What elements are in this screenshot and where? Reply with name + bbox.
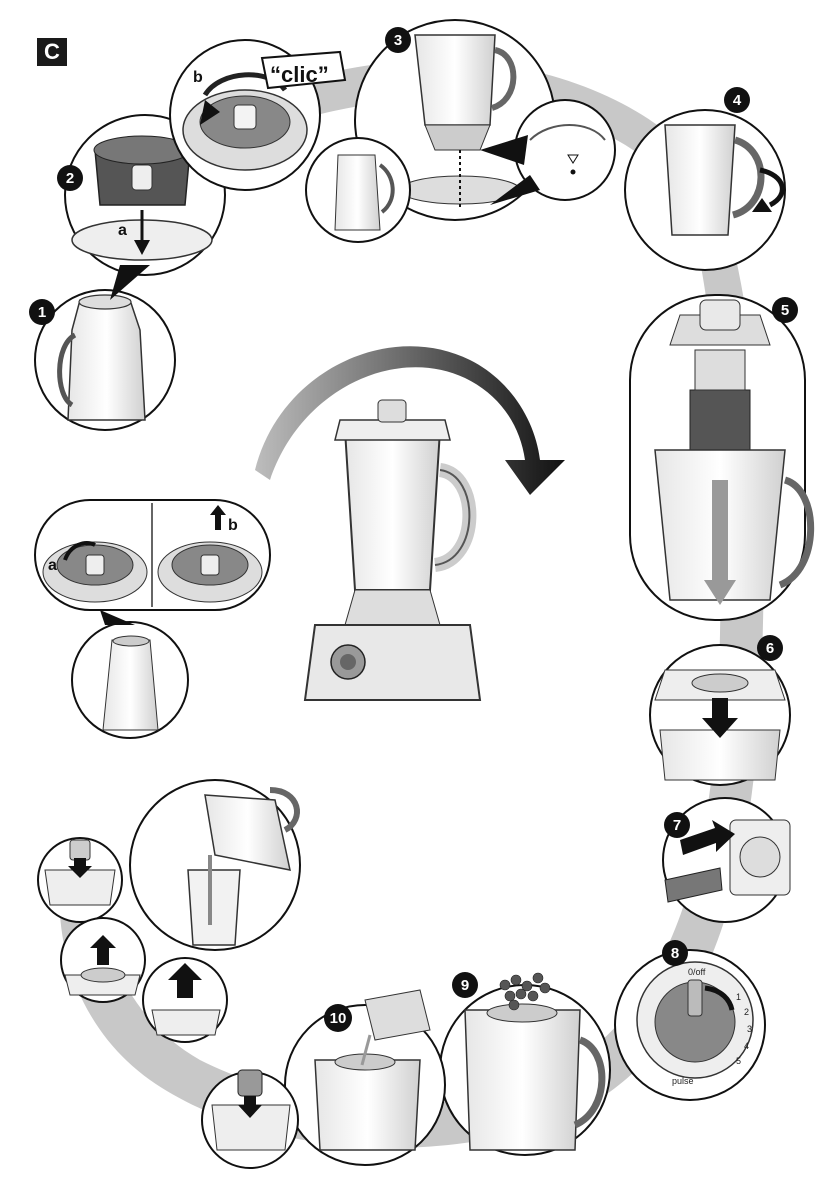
sub-step-b-label: b [193, 69, 203, 86]
step-3-panel [306, 20, 615, 242]
step-8-badge: 8 [662, 940, 688, 966]
step-1-badge: 1 [29, 299, 55, 325]
disassembly-a-label: a [48, 557, 57, 574]
svg-text:5: 5 [781, 302, 789, 319]
step-6-panel [650, 645, 790, 785]
svg-text:8: 8 [671, 945, 679, 962]
lid-insert-panel [38, 838, 122, 922]
clic-sound-label: “clic” [270, 62, 329, 87]
dial-pulse-label: pulse [672, 1076, 694, 1086]
pouring-glass-panel [130, 780, 300, 950]
step-9-badge: 9 [452, 972, 478, 998]
step-5-panel [630, 295, 811, 620]
step-2-badge: 2 [57, 165, 83, 191]
dial-speed-1-label: 1 [736, 992, 741, 1002]
svg-text:10: 10 [330, 1010, 347, 1027]
lid-measuring-cap-panel [202, 1070, 298, 1168]
svg-text:1: 1 [38, 304, 46, 321]
disassembly-b-label: b [228, 517, 238, 534]
disassembly-jar-panel [72, 610, 188, 738]
step-5-badge: 5 [772, 297, 798, 323]
svg-text:9: 9 [461, 977, 469, 994]
sub-step-a-label: a [118, 222, 127, 239]
cap-lift-panel [61, 918, 145, 1002]
step-10-panel [285, 990, 445, 1165]
step-4-badge: 4 [724, 87, 750, 113]
dial-off-label: 0/off [688, 967, 706, 977]
dial-speed-4-label: 4 [744, 1041, 749, 1051]
svg-text:3: 3 [394, 32, 402, 49]
dial-speed-2-label: 2 [744, 1007, 749, 1017]
step-7-badge: 7 [664, 812, 690, 838]
svg-text:7: 7 [673, 817, 681, 834]
step-1-panel [35, 290, 175, 430]
step-4-panel [625, 110, 785, 270]
dial-speed-5-label: 5 [736, 1056, 741, 1066]
step-6-badge: 6 [757, 635, 783, 661]
svg-text:6: 6 [766, 640, 774, 657]
center-blender [305, 400, 480, 700]
dial-speed-3-label: 3 [747, 1024, 752, 1034]
step-9-panel [440, 973, 610, 1155]
step-3-badge: 3 [385, 27, 411, 53]
lid-lift-panel [143, 958, 227, 1042]
step-8-panel: 0/off 1 2 3 4 5 pulse [615, 950, 765, 1100]
svg-text:2: 2 [66, 170, 74, 187]
svg-text:4: 4 [733, 92, 742, 109]
step-10-badge: 10 [324, 1004, 352, 1032]
